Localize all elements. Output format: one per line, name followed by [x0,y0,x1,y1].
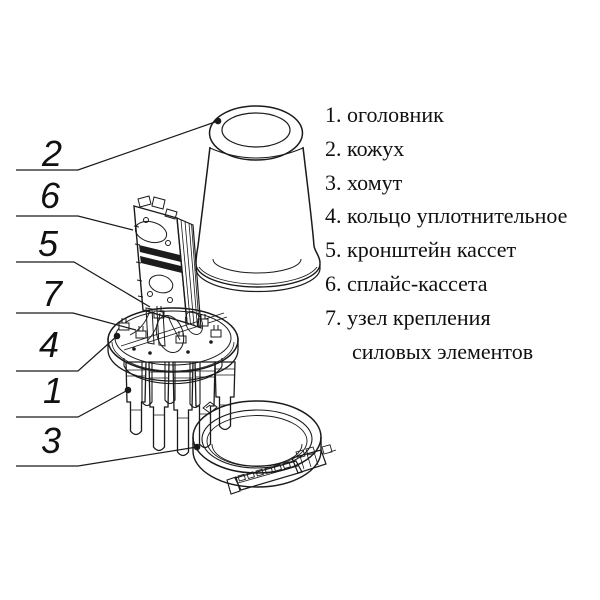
leader-4 [16,335,118,372]
leader-2 [16,120,219,171]
callout-3: 3 [41,420,61,461]
callout-4: 4 [39,324,59,365]
leader-3 [16,446,198,467]
leader-dots [113,117,222,451]
legend-item-7-line2: силовых элементов [352,338,534,364]
leader-6 [16,215,134,231]
part-splice-cassette [129,195,204,354]
callout-7: 7 [42,273,64,314]
legend-item-2: 2. кожух [325,135,405,161]
parts-legend: 1. оголовник 2. кожух 3. хомут 4. кольцо… [325,98,567,368]
leader-7 [16,312,137,331]
leader-lines [16,117,222,467]
callout-numbers: 2 6 5 7 4 1 3 [38,133,64,461]
part-head [107,306,239,457]
callout-5: 5 [38,223,59,264]
legend-item-7: 7. узел крепления [325,304,491,330]
legend-item-5: 5. кронштейн кассет [325,237,517,263]
part-clamp [192,400,337,495]
legend-item-3: 3. хомут [325,169,403,195]
legend-item-4: 4. кольцо уплотнительное [325,203,568,229]
leader-5 [16,261,151,308]
clamp-latch [226,444,337,495]
callout-1: 1 [43,370,63,411]
legend-item-6: 6. сплайс-кассета [325,270,488,296]
part-cover [195,105,321,293]
leader-1 [16,389,129,418]
callout-2: 2 [41,133,62,174]
callout-6: 6 [40,175,61,216]
legend-item-1: 1. оголовник [325,102,444,127]
